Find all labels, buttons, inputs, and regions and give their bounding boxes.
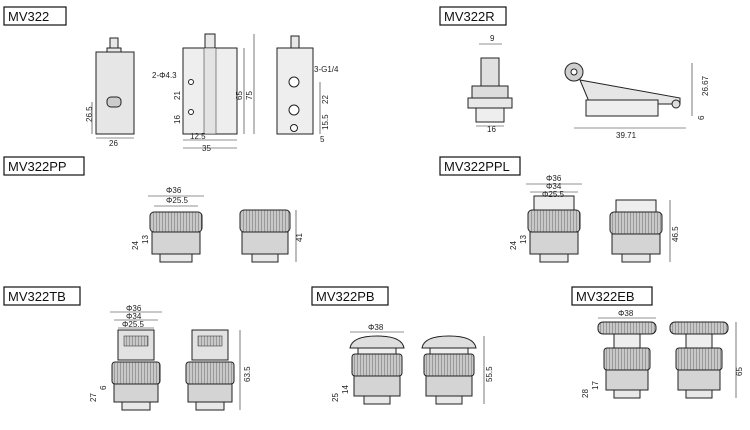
mv322ppl-dim-phi34: Φ34	[546, 182, 562, 191]
mv322pp-dim-13: 13	[141, 235, 150, 244]
mv322pb-label-box	[311, 286, 389, 306]
mv322pb-dim-25: 25	[331, 393, 340, 402]
mv322tb-label-box	[3, 286, 81, 306]
mv322-dim-hole: 2-Φ4.3	[152, 71, 177, 80]
mv322pp-label-box	[3, 156, 85, 176]
mv322pb-section: MV322PB Φ38 25 14 55.5	[311, 286, 494, 405]
mv322r-dim-9: 9	[490, 34, 495, 43]
mv322tb-dim-63-5: 63.5	[243, 366, 252, 382]
mv322-dim-26-5: 26.5	[85, 106, 94, 122]
mv322r-dim-6: 6	[697, 115, 706, 120]
mv322pb-front-view	[349, 331, 405, 405]
mv322tb-dim-27: 27	[89, 393, 98, 402]
mv322tb-front-view	[110, 311, 162, 411]
mv322pp-dim-41: 41	[295, 233, 304, 242]
mv322ppl-section: MV322PPL Φ36 Φ34 Φ25.5 24 13 46.5	[439, 156, 680, 263]
mv322pb-dim-14: 14	[341, 385, 350, 394]
mv322eb-side-view	[669, 321, 737, 399]
mv322pp-label: MV322PP	[8, 159, 67, 174]
mv322-port-view	[276, 35, 321, 135]
mv322ppl-front-view	[526, 183, 582, 263]
mv322-dim-65: 65	[235, 91, 244, 100]
mv322-dim-21: 21	[173, 91, 182, 100]
mv322ppl-dim-13: 13	[519, 235, 528, 244]
mv322r-dim-39-71: 39.71	[616, 131, 637, 140]
mv322tb-side-view	[185, 329, 241, 411]
mv322ppl-dim-46-5: 46.5	[671, 226, 680, 242]
mv322pb-label: MV322PB	[316, 289, 375, 304]
mv322tb-dim-phi25-5: Φ25.5	[122, 320, 145, 329]
mv322tb-dim-phi34: Φ34	[126, 312, 142, 321]
mv322-dim-26: 26	[109, 139, 118, 148]
mv322r-label: MV322R	[444, 9, 495, 24]
mv322ppl-dim-phi25-5: Φ25.5	[542, 190, 565, 199]
mv322-side-view	[91, 37, 135, 139]
mv322eb-dim-phi38: Φ38	[618, 309, 634, 318]
mv322tb-label: MV322TB	[8, 289, 66, 304]
mv322tb-dim-6: 6	[99, 385, 108, 390]
mv322-front-view	[182, 33, 255, 149]
mv322ppl-dim-24: 24	[509, 241, 518, 250]
mv322-dim-15-5: 15.5	[321, 114, 330, 130]
mv322eb-dim-17: 17	[591, 381, 600, 390]
mv322r-section: MV322R 9 16 26.67 6 39.71	[439, 6, 710, 140]
mv322-label: MV322	[8, 9, 49, 24]
mv322-dim-16: 16	[173, 115, 182, 124]
mv322ppl-label: MV322PPL	[444, 159, 510, 174]
mv322ppl-side-view	[609, 199, 671, 263]
mv322ppl-dim-phi36: Φ36	[546, 174, 562, 183]
mv322pp-dim-phi36: Φ36	[166, 186, 182, 195]
mv322pp-dim-phi25-5: Φ25.5	[166, 196, 189, 205]
mv322tb-dim-phi36: Φ36	[126, 304, 142, 313]
mv322pb-dim-55-5: 55.5	[485, 366, 494, 382]
mv322-dim-22: 22	[321, 95, 330, 104]
mv322pb-side-view	[421, 335, 485, 405]
mv322-dim-75: 75	[245, 91, 254, 100]
mv322-dim-35: 35	[202, 144, 211, 153]
mv322-dim-12-5: 12.5	[190, 132, 206, 141]
mv322pp-front-view	[148, 195, 204, 263]
mv322eb-label: MV322EB	[576, 289, 635, 304]
mv322eb-dim-28: 28	[581, 389, 590, 398]
mv322eb-dim-65: 65	[735, 367, 744, 376]
mv322pp-side-view	[239, 209, 297, 263]
mv322-dim-5: 5	[320, 135, 325, 144]
mv322r-front-view	[467, 43, 513, 127]
mv322pb-dim-phi38: Φ38	[368, 323, 384, 332]
mv322eb-front-view	[597, 317, 657, 399]
mv322ppl-label-box	[439, 156, 521, 176]
mv322eb-section: MV322EB Φ38 28 17 65	[571, 286, 744, 399]
mv322pp-dim-24: 24	[131, 241, 140, 250]
mv322-label-box	[3, 6, 67, 26]
mv322r-dim-16: 16	[487, 125, 496, 134]
mv322eb-label-box	[571, 286, 653, 306]
mv322r-side-view	[564, 62, 693, 129]
mv322r-label-box	[439, 6, 507, 26]
mv322-section: MV322 26.5 26 2-Φ4.3 21 16 12.5 35	[3, 6, 339, 153]
mv322r-dim-26-67: 26.67	[701, 75, 710, 96]
mv322tb-section: MV322TB Φ36 Φ34 Φ25.5 27 6 63.5	[3, 286, 252, 411]
mv322pp-section: MV322PP Φ36 Φ25.5 24 13 41	[3, 156, 304, 263]
mv322-dim-port: 3-G1/4	[314, 65, 339, 74]
